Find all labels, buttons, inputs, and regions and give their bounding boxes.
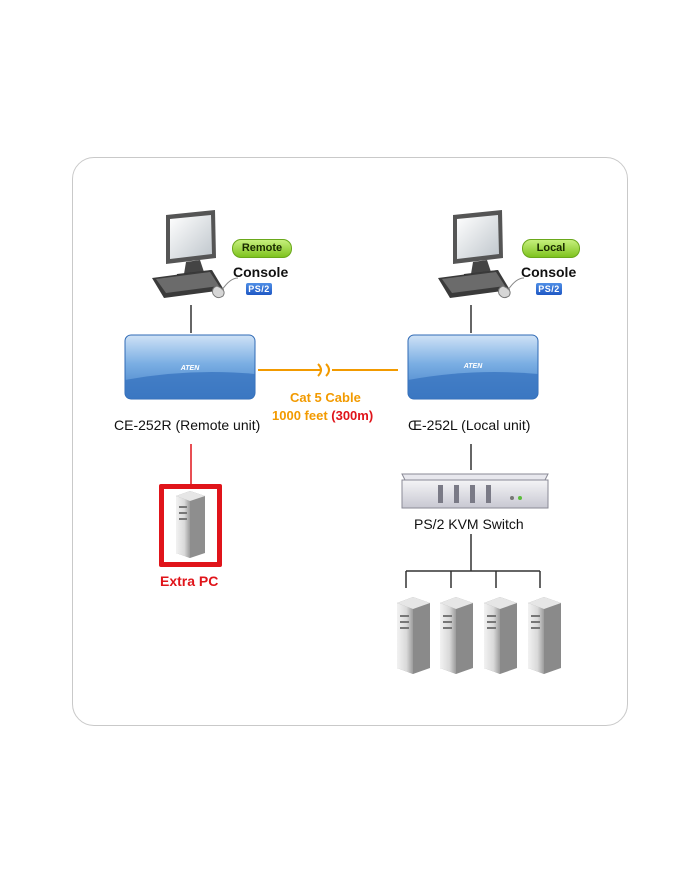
server-tower-icon-1 (397, 597, 430, 674)
kvm-switch-icon (401, 473, 549, 509)
local-extender-unit-icon: ATEN (407, 334, 539, 400)
remote-mouse-icon (212, 277, 239, 299)
extra-pc-label: Extra PC (160, 573, 219, 589)
server-tower-icon-2 (440, 597, 473, 674)
svg-text:ATEN: ATEN (463, 363, 483, 370)
cat5-cable-line (258, 363, 398, 377)
remote-extender-unit-icon: ATEN (124, 334, 256, 400)
local-keyboard-icon (438, 270, 510, 298)
svg-text:ATEN: ATEN (180, 365, 200, 372)
remote-unit-label: CE-252R (Remote unit) (114, 417, 261, 433)
cable-length-metric: (300m) (331, 408, 374, 423)
remote-monitor-icon (166, 210, 216, 280)
extra-pc-server-tower-icon (159, 484, 222, 567)
kvm-switch-label: PS/2 KVM Switch (414, 516, 524, 532)
local-mouse-icon (498, 277, 525, 299)
remote-keyboard-icon (152, 270, 224, 298)
local-ps2-badge: PS/2 (536, 283, 562, 295)
server-tower-icon-4 (528, 597, 561, 674)
local-console-label: Console (521, 264, 577, 280)
cable-length-feet: 1000 feet (272, 408, 332, 423)
server-bus-lines (405, 534, 541, 588)
remote-ps2-badge: PS/2 (246, 283, 272, 295)
remote-badge: Remote (232, 239, 292, 258)
local-badge: Local (522, 239, 580, 258)
local-monitor-icon (453, 210, 503, 280)
cable-type-label: Cat 5 Cable (290, 390, 361, 405)
local-unit-label: Œ-252L (Local unit) (408, 417, 531, 433)
remote-console-label: Console (233, 264, 289, 280)
server-tower-icon-3 (484, 597, 517, 674)
cable-length-label: 1000 feet (300m) (272, 408, 373, 423)
